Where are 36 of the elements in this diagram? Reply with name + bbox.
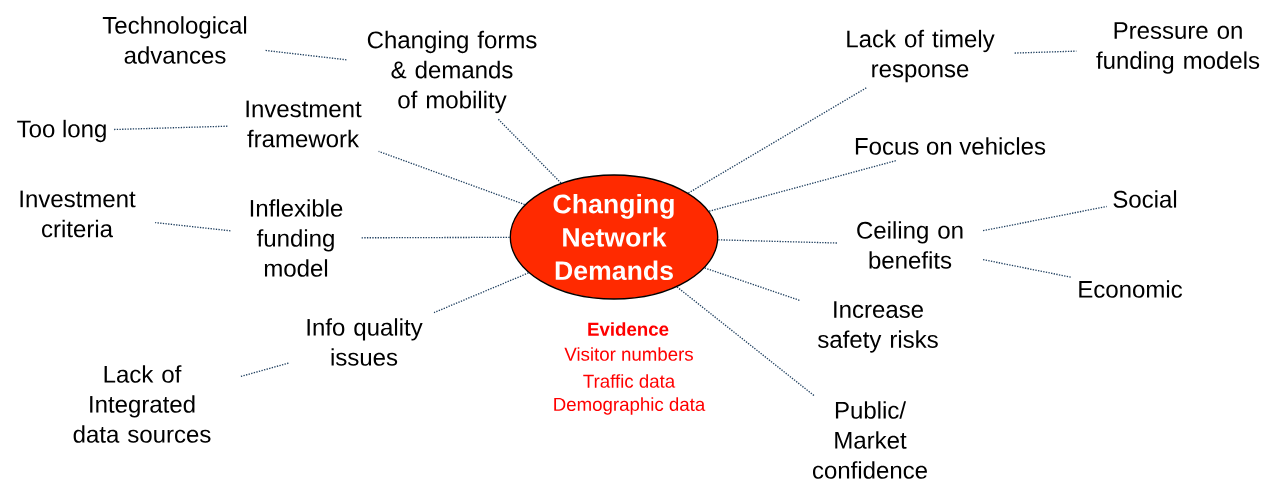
topic-text: Investment criteria bbox=[20, 190, 136, 238]
evidence-item: Demographic data bbox=[554, 397, 706, 415]
connector-line bbox=[982, 205, 1108, 232]
connector-line bbox=[717, 239, 838, 244]
connector-line bbox=[1013, 50, 1078, 54]
topic-text: Investment framework bbox=[246, 100, 362, 148]
topic-text: Social bbox=[1113, 190, 1177, 208]
topic-text: Increase safety risks bbox=[818, 301, 938, 353]
topic-text: Too long bbox=[17, 119, 106, 143]
evidence-item: Visitor numbers bbox=[564, 347, 693, 361]
evidence-item: Traffic data bbox=[583, 374, 676, 388]
topic-text: Focus on vehicles bbox=[855, 137, 1046, 155]
connector-line bbox=[263, 49, 348, 61]
connector-line bbox=[704, 267, 801, 302]
topic-text: Technological advances bbox=[102, 16, 247, 64]
topic-text: Changing forms & demands of mobility bbox=[367, 30, 537, 114]
topic-text: Ceiling on benefits bbox=[857, 221, 963, 269]
evidence-heading: Evidence bbox=[588, 322, 669, 336]
connector-line bbox=[154, 221, 232, 232]
topic-text: Inflexible funding model bbox=[250, 199, 343, 277]
connector-line bbox=[687, 87, 868, 194]
topic-text: Economic bbox=[1079, 280, 1183, 298]
topic-text: Pressure on funding models bbox=[1096, 22, 1260, 74]
topic-text: Info quality issues bbox=[307, 318, 423, 366]
connector-line bbox=[360, 236, 511, 239]
connector-line bbox=[112, 125, 229, 131]
connector-line bbox=[497, 118, 562, 184]
connector-line bbox=[377, 150, 526, 206]
topic-text: Lack of timely response bbox=[847, 29, 995, 83]
connector-line bbox=[708, 159, 898, 212]
connector-line bbox=[982, 258, 1073, 278]
topic-text: Public/ Market confidence bbox=[813, 401, 927, 479]
connector-line bbox=[676, 286, 815, 397]
connector-line bbox=[239, 362, 290, 378]
connector-line bbox=[433, 272, 530, 314]
topic-text: Lack of Integrated data sources bbox=[73, 365, 211, 443]
